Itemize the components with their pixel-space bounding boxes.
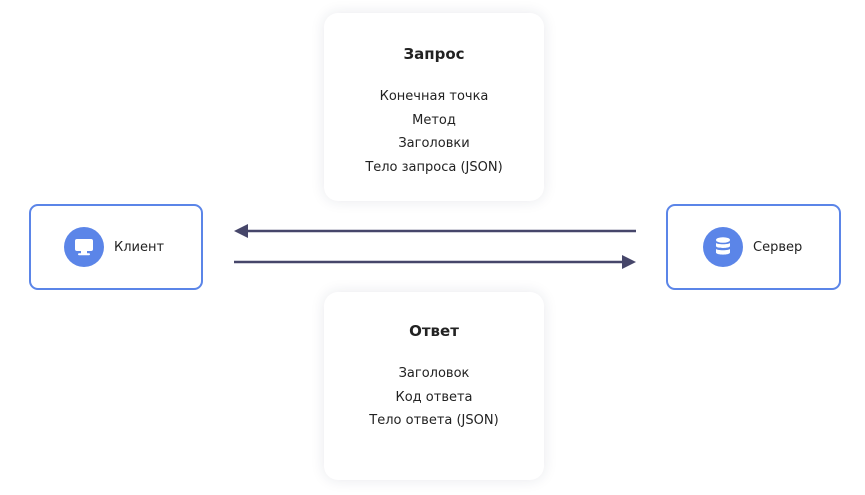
server-node: Сервер	[666, 204, 841, 290]
response-items: Заголовок Код ответа Тело ответа (JSON)	[324, 362, 544, 433]
request-item: Тело запроса (JSON)	[365, 159, 503, 175]
request-title: Запрос	[403, 45, 465, 63]
arrow-to-server	[234, 255, 636, 269]
arrow-to-client	[234, 224, 636, 238]
database-icon	[703, 227, 743, 267]
server-label: Сервер	[753, 239, 803, 255]
client-label: Клиент	[114, 239, 165, 255]
request-card: Запрос Конечная точка Метод Заголовки Те…	[324, 13, 544, 201]
response-item: Тело ответа (JSON)	[369, 413, 499, 428]
request-items: Конечная точка Метод Заголовки Тело запр…	[324, 85, 544, 179]
response-card: Ответ Заголовок Код ответа Тело ответа (…	[324, 292, 544, 480]
monitor-icon	[64, 227, 104, 267]
response-item: Код ответа	[395, 389, 473, 405]
request-item: Заголовки	[398, 136, 470, 151]
request-item: Конечная точка	[379, 89, 489, 104]
response-item: Заголовок	[398, 366, 470, 381]
response-title: Ответ	[409, 322, 459, 340]
client-node: Клиент	[29, 204, 203, 290]
request-item: Метод	[412, 112, 456, 128]
